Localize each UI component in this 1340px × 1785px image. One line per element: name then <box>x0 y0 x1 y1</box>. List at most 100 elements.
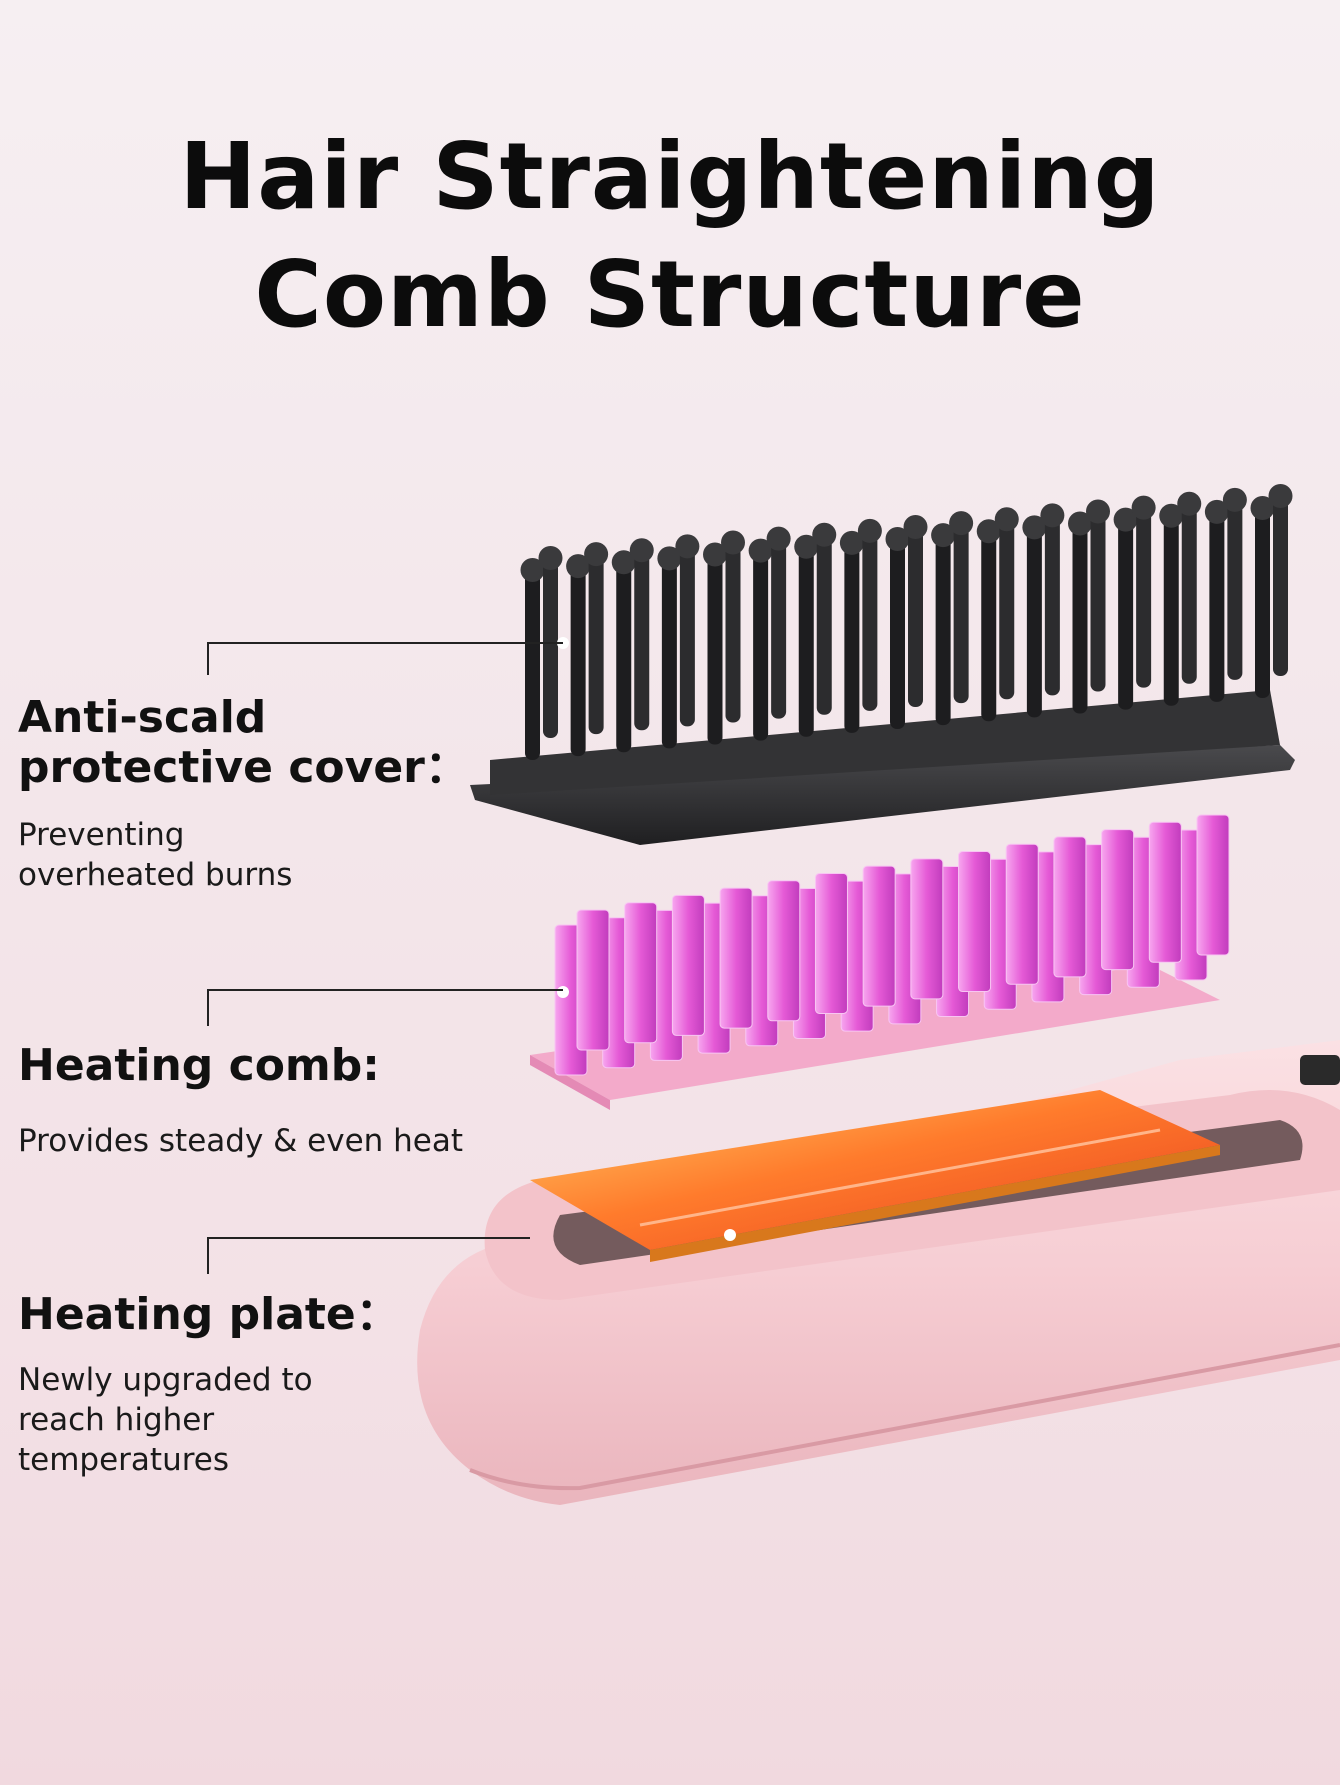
cover-bristle <box>816 534 832 715</box>
cover-bristle <box>570 566 586 757</box>
cover-bristle-tip <box>1040 503 1065 528</box>
heating-comb-tooth <box>814 872 848 1014</box>
leader-line-plate <box>207 1237 530 1274</box>
heating-comb-tooth <box>719 887 753 1029</box>
cover-bristle <box>862 530 878 711</box>
cover-bristle-tip <box>1113 507 1138 532</box>
leader-line-cover <box>207 642 563 675</box>
cover-bristle-tip <box>1177 491 1202 516</box>
heating-comb-tooth <box>958 851 992 993</box>
cover-bristle-tip <box>794 534 819 559</box>
heating-comb-tooth <box>862 865 896 1007</box>
cover-bristle-tip <box>1204 499 1229 524</box>
heating-comb-tooth <box>576 909 610 1051</box>
cover-bristle <box>725 542 741 723</box>
protective-cover-art <box>470 484 1295 845</box>
cover-bristle <box>616 562 632 753</box>
cover-bristle <box>981 531 997 722</box>
label-heating-plate: Heating plate： Newly upgraded to reach h… <box>18 1290 400 1480</box>
protective-cover-desc-line1: Preventing <box>18 817 185 853</box>
title-line-2: Comb Structure <box>254 241 1086 348</box>
title-line-1: Hair Straightening <box>179 123 1161 230</box>
cover-bristle <box>1255 508 1270 698</box>
cover-bristle-tip <box>1250 496 1275 520</box>
cover-bristle <box>844 542 860 733</box>
cover-bristle-tip <box>1131 495 1156 520</box>
cover-bristle-tip <box>538 546 563 570</box>
cover-bristle <box>771 538 787 719</box>
cover-bristle-tip <box>994 507 1019 532</box>
heating-comb-tooth <box>910 858 944 1000</box>
cover-bristle <box>935 535 951 726</box>
cover-bristle <box>1072 523 1088 714</box>
cover-bristle <box>588 554 604 735</box>
cover-bristle <box>999 519 1015 700</box>
cover-bristle-tip <box>976 519 1001 544</box>
protective-cover-heading: Anti-scald protective cover： <box>18 693 469 793</box>
cover-bristle-tip <box>903 515 928 539</box>
cover-bristle-tip <box>566 554 591 579</box>
heating-plate-desc-line1: Newly upgraded to <box>18 1362 313 1398</box>
cover-bristle-tip <box>721 530 745 555</box>
cover-bristle-tip <box>1022 515 1047 540</box>
cover-bristle-tip <box>812 522 837 547</box>
cover-bristle <box>543 558 558 738</box>
heating-plate-desc-line3: temperatures <box>18 1442 230 1478</box>
cover-bristle <box>1163 515 1179 706</box>
cover-bristle <box>1026 527 1042 718</box>
cover-bristle-tip <box>885 527 910 551</box>
cover-bristle-tip <box>1268 484 1293 508</box>
cover-bristle <box>1273 496 1288 676</box>
device-body <box>417 1040 1340 1505</box>
cover-bristle <box>1227 499 1243 680</box>
display-screen <box>1300 1055 1340 1085</box>
cover-bristle-tip <box>839 530 864 555</box>
cover-bristle-tip <box>675 534 700 559</box>
cover-bristle-tip <box>1086 499 1110 524</box>
heating-plate-desc-line2: reach higher <box>18 1402 215 1438</box>
cover-bristle <box>908 527 923 707</box>
heating-comb-tooth <box>671 894 705 1036</box>
leader-line-comb <box>207 989 563 1026</box>
heating-comb-tooth <box>1101 829 1135 971</box>
cover-bristle-tip <box>949 511 974 536</box>
heating-comb-tooth <box>1196 814 1230 956</box>
cover-bristle <box>753 550 769 741</box>
protective-cover-description: Preventing overheated burns <box>18 815 469 895</box>
cover-bristle-tip <box>520 558 545 582</box>
label-heating-comb: Heating comb: Provides steady & even hea… <box>18 1041 463 1161</box>
protective-cover-heading-line2: protective cover： <box>18 742 469 793</box>
heating-plate-heading: Heating plate： <box>18 1289 400 1340</box>
cover-bristle <box>890 539 905 729</box>
cover-bristle <box>525 570 540 760</box>
cover-bristle-tip <box>1159 503 1184 528</box>
cover-bristle-tip <box>766 526 791 551</box>
cover-bristle <box>707 554 723 745</box>
heating-comb-tooth <box>1148 821 1182 963</box>
cover-bristle-tip <box>584 542 609 567</box>
heating-comb-tooth <box>767 880 801 1022</box>
cover-bristle <box>1044 515 1060 696</box>
heating-comb-tooth <box>1005 843 1039 985</box>
label-protective-cover: Anti-scald protective cover： Preventing … <box>18 693 469 895</box>
cover-bristle <box>1181 503 1197 684</box>
cover-bristle <box>1118 519 1134 710</box>
heating-comb-tooth <box>624 902 658 1044</box>
heating-comb-art <box>530 814 1230 1110</box>
cover-bristle-tip <box>1068 511 1092 536</box>
page-title: Hair Straightening Comb Structure <box>0 118 1340 354</box>
leader-lines <box>207 642 563 1274</box>
heating-comb-tooth <box>1053 836 1087 978</box>
cover-bristle-tip <box>703 542 727 567</box>
heating-comb-marker-dot <box>557 986 569 998</box>
cover-bristle <box>953 523 969 704</box>
heating-comb-heading: Heating comb: <box>18 1040 380 1091</box>
cover-bristle-tip <box>657 546 682 571</box>
cover-bristle <box>1136 507 1152 688</box>
protective-cover-heading-line1: Anti-scald <box>18 692 267 743</box>
cover-bristle-tip <box>931 523 956 548</box>
heating-plate-marker-dot <box>724 1229 736 1241</box>
cover-bristle-tip <box>629 538 654 563</box>
heating-comb-description: Provides steady & even heat <box>18 1123 464 1159</box>
